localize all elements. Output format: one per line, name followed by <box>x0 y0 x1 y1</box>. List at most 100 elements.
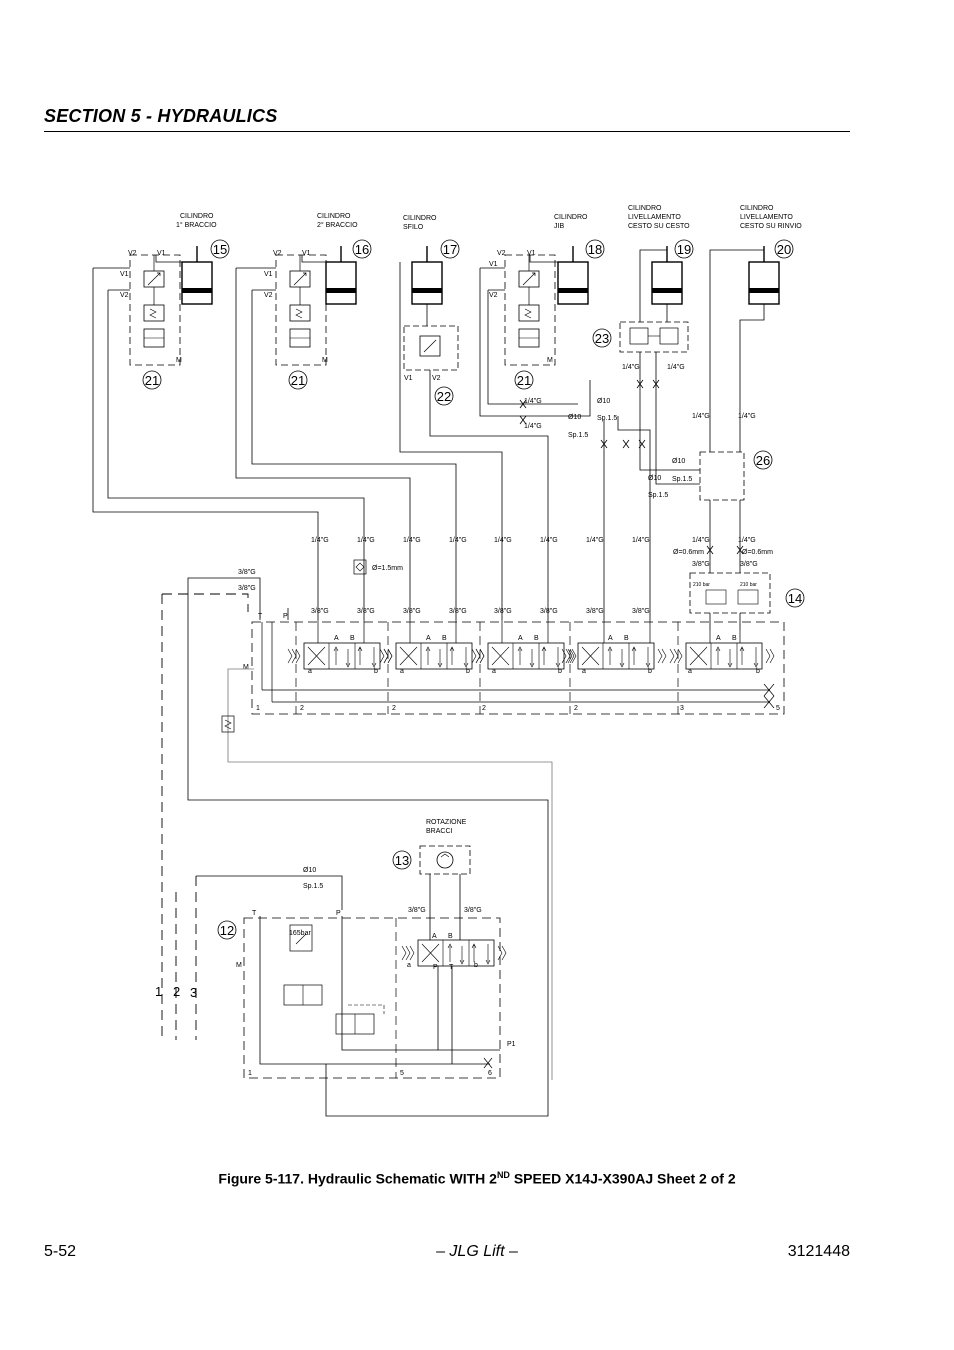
svg-text:M: M <box>547 357 553 364</box>
svg-text:20: 20 <box>777 242 791 257</box>
svg-text:A: A <box>518 635 523 642</box>
svg-text:M: M <box>322 357 328 364</box>
holding-valve-15 <box>129 254 181 366</box>
svg-text:3/8"G: 3/8"G <box>311 608 329 615</box>
svg-text:T: T <box>258 613 263 620</box>
cylinder-label-17: CILINDRO SFILO <box>403 215 437 231</box>
svg-text:a: a <box>400 668 404 675</box>
callout-12: 12 <box>217 920 237 940</box>
svg-text:1/4"G: 1/4"G <box>692 537 710 544</box>
svg-text:a: a <box>308 668 312 675</box>
callout-22: 22 <box>434 386 454 406</box>
svg-text:CILINDRO: CILINDRO <box>317 213 351 220</box>
svg-text:Ø=0.6mm: Ø=0.6mm <box>673 549 704 556</box>
svg-text:5: 5 <box>776 705 780 712</box>
hose-lines-upper <box>92 249 765 630</box>
svg-text:ROTAZIONE: ROTAZIONE <box>426 819 467 826</box>
svg-text:SFILO: SFILO <box>403 224 424 231</box>
svg-text:a: a <box>407 962 411 969</box>
svg-text:b: b <box>756 668 760 675</box>
holding-valve-18 <box>504 254 556 366</box>
fitting-marks-upper <box>519 379 744 555</box>
svg-text:a: a <box>688 668 692 675</box>
orifice-symbol <box>353 559 367 575</box>
cylinder-17 <box>411 245 443 305</box>
svg-text:3/8"G: 3/8"G <box>408 907 426 914</box>
svg-text:A: A <box>426 635 431 642</box>
svg-text:1/4"G: 1/4"G <box>540 537 558 544</box>
svg-text:18: 18 <box>588 242 602 257</box>
svg-text:B: B <box>534 635 539 642</box>
cylinder-18 <box>557 245 589 305</box>
svg-text:A: A <box>608 635 613 642</box>
rotation-motor <box>419 845 471 930</box>
svg-text:V1: V1 <box>404 375 413 382</box>
svg-text:Ø10: Ø10 <box>648 475 661 482</box>
svg-text:a: a <box>582 668 586 675</box>
svg-text:P: P <box>283 613 288 620</box>
header-rule <box>44 131 850 132</box>
callout-13: 13 <box>392 850 412 870</box>
svg-text:3/8"G: 3/8"G <box>540 608 558 615</box>
svg-text:V1: V1 <box>489 261 498 268</box>
svg-text:b: b <box>466 668 470 675</box>
svg-text:Ø10: Ø10 <box>303 867 316 874</box>
callout-17: 17 <box>440 239 460 259</box>
callout-21a: 21 <box>142 370 162 390</box>
svg-text:3/8"G: 3/8"G <box>238 569 256 576</box>
svg-text:b: b <box>474 962 478 969</box>
leveling-valve-23 <box>619 321 689 353</box>
svg-text:17: 17 <box>443 242 457 257</box>
svg-text:22: 22 <box>437 389 451 404</box>
svg-text:2° BRACCIO: 2° BRACCIO <box>317 221 358 229</box>
svg-text:Ø=1.5mm: Ø=1.5mm <box>372 565 403 572</box>
relief-block-14: 210 bar 210 bar <box>689 572 771 614</box>
svg-text:A: A <box>334 635 339 642</box>
svg-text:Ø10: Ø10 <box>672 458 685 465</box>
svg-text:P1: P1 <box>507 1041 516 1048</box>
svg-text:2: 2 <box>173 984 180 999</box>
counterbalance-valve-22 <box>403 325 459 371</box>
svg-text:b: b <box>558 668 562 675</box>
svg-text:V1: V1 <box>264 271 273 278</box>
svg-text:210 bar: 210 bar <box>693 582 710 588</box>
svg-text:2: 2 <box>392 705 396 712</box>
svg-text:Ø10: Ø10 <box>597 398 610 405</box>
svg-text:V2: V2 <box>432 375 441 382</box>
svg-text:B: B <box>624 635 629 642</box>
svg-text:B: B <box>350 635 355 642</box>
cylinder-label-16: CILINDRO 2° BRACCIO <box>317 213 358 229</box>
svg-text:5: 5 <box>400 1070 404 1077</box>
svg-text:19: 19 <box>677 242 691 257</box>
svg-text:B: B <box>448 933 453 940</box>
svg-text:1: 1 <box>256 705 260 712</box>
valve-block-26 <box>699 451 745 501</box>
svg-text:21: 21 <box>517 373 531 388</box>
svg-text:2: 2 <box>300 705 304 712</box>
svg-text:1/4"G: 1/4"G <box>622 364 640 371</box>
callout-14: 14 <box>785 588 805 608</box>
holding-valve-16 <box>275 254 327 366</box>
svg-text:1/4"G: 1/4"G <box>357 537 375 544</box>
svg-text:LIVELLAMENTO: LIVELLAMENTO <box>628 214 681 221</box>
svg-text:1/4"G: 1/4"G <box>667 364 685 371</box>
svg-text:Sp.1.5: Sp.1.5 <box>648 492 668 499</box>
callout-18: 18 <box>585 239 605 259</box>
svg-text:b: b <box>374 668 378 675</box>
svg-text:15: 15 <box>213 242 227 257</box>
svg-text:B: B <box>732 635 737 642</box>
pressure-switch <box>221 715 235 733</box>
callout-19: 19 <box>674 239 694 259</box>
callout-26: 26 <box>753 450 773 470</box>
svg-text:1: 1 <box>155 984 162 999</box>
pilot-lines <box>161 593 249 1040</box>
svg-text:M: M <box>243 664 249 671</box>
svg-text:1: 1 <box>248 1070 252 1077</box>
hose-lines-middle <box>187 577 553 1117</box>
fitting-labels-upper: 1/4"G 1/4"G 1/4"G 1/4"G Ø10 Ø10 Sp.1.5 S… <box>238 364 773 615</box>
callout-21c: 21 <box>514 370 534 390</box>
svg-text:Sp.1.5: Sp.1.5 <box>672 476 692 483</box>
svg-text:V2: V2 <box>489 292 498 299</box>
